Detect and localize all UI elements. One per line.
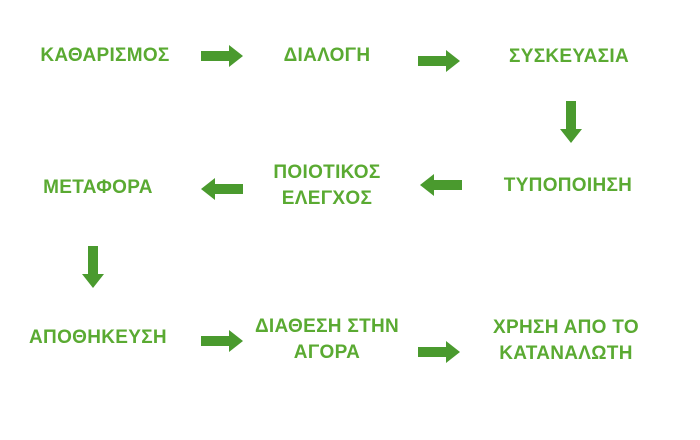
step-apothikeysi: ΑΠΟΘΗΚΕΥΣΗ [29,325,167,351]
step-dialogi: ΔΙΑΛΟΓΗ [284,43,371,69]
arrow-right-icon [418,50,460,72]
step-label: ΤΥΠΟΠΟΙΗΣΗ [503,175,633,196]
step-label: ΜΕΤΑΦΟΡΑ [43,177,153,198]
step-katharismos: ΚΑΘΑΡΙΣΜΟΣ [40,43,169,69]
arrow-right-icon [418,341,460,363]
step-label: ΚΑΘΑΡΙΣΜΟΣ [40,45,170,66]
step-label-line-2: ΚΑΤΑΝΑΛΩΤΗ [499,343,633,364]
step-typopoiisi: ΤΥΠΟΠΟΙΗΣΗ [504,173,632,199]
step-xrisi: ΧΡΗΣΗ ΑΠΟ ΤΟ ΚΑΤΑΝΑΛΩΤΗ [493,315,639,367]
arrow-down-icon [560,101,582,143]
arrow-right-icon [201,330,243,352]
step-syskevasia: ΣΥΣΚΕΥΑΣΙΑ [509,44,629,70]
arrow-left-icon [201,178,243,200]
step-metafora: ΜΕΤΑΦΟΡΑ [43,175,153,201]
step-label-line-2: ΑΓΟΡΑ [293,342,361,363]
step-label: ΣΥΣΚΕΥΑΣΙΑ [509,46,629,67]
step-diathesi: ΔΙΑΘΕΣΗ ΣΤΗΝ ΑΓΟΡΑ [255,314,399,366]
step-label: ΔΙΑΛΟΓΗ [283,45,371,66]
step-label: ΑΠΟΘΗΚΕΥΣΗ [29,327,167,348]
arrow-right-icon [201,45,243,67]
step-label-line-2: ΕΛΕΓΧΟΣ [281,188,373,209]
step-label-line-1: ΧΡΗΣΗ ΑΠΟ ΤΟ [493,317,639,338]
step-label-line-1: ΠΟΙΟΤΙΚΟΣ [273,162,381,183]
step-label-line-1: ΔΙΑΘΕΣΗ ΣΤΗΝ [254,316,400,337]
arrow-down-icon [82,246,104,288]
arrow-left-icon [420,174,462,196]
step-poiotikos-elegxos: ΠΟΙΟΤΙΚΟΣ ΕΛΕΓΧΟΣ [273,160,380,212]
